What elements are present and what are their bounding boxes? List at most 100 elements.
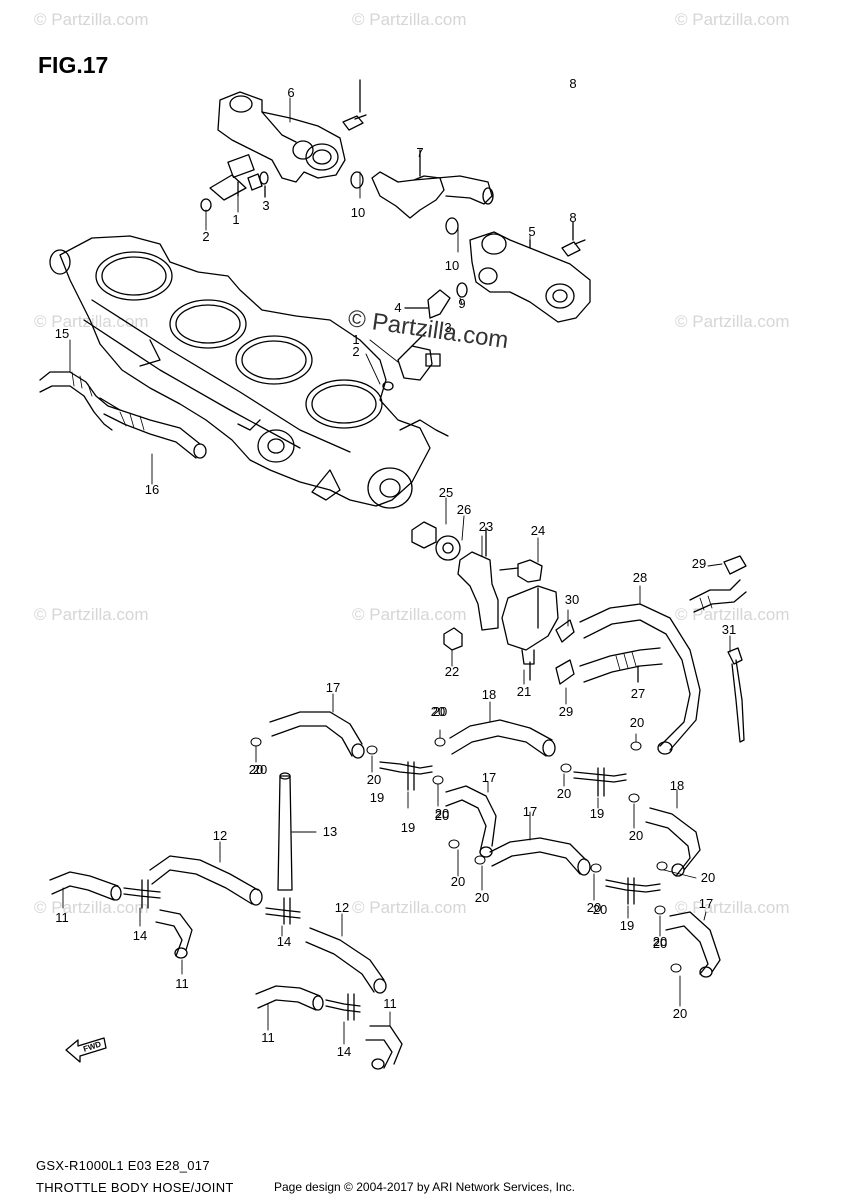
fuel-rail-lower [469,231,591,323]
figure-title: FIG.17 [38,52,109,78]
watermark: © Partzilla.com [352,898,467,917]
joint-14-b [265,897,301,925]
joint-19-b [573,767,627,797]
callout-27: 27 [631,686,645,701]
callout-19: 19 [590,806,604,821]
hose-11-b [155,909,193,959]
solenoid-21 [501,585,559,681]
callout-20: 20 [593,902,607,917]
nut-25 [411,521,437,549]
hose-28 [579,603,701,755]
joint-pipe-7 [371,149,494,219]
watermark: © Partzilla.com [675,898,790,917]
hose-17-d [665,911,721,978]
hose-11-a [49,871,122,901]
callout-17: 17 [326,680,340,695]
hose-15 [39,371,121,431]
callout-20: 20 [629,828,643,843]
callout-12: 12 [335,900,349,915]
o-ring-10-right [445,217,459,235]
callout-20: 20 [433,704,447,719]
callout-1: 1 [232,212,239,227]
callout-20: 20 [367,772,381,787]
watermark: © Partzilla.com [675,10,790,29]
callout-13: 13 [323,824,337,839]
callout-20: 20 [673,1006,687,1021]
callout-30: 30 [565,592,579,607]
callout-17: 17 [699,896,713,911]
watermark: © Partzilla.com [352,10,467,29]
callout-3: 3 [444,320,451,335]
callout-6: 6 [287,85,294,100]
diagram-code: GSX-R1000L1 E03 E28_017 [36,1158,210,1173]
watermark: © Partzilla.com [34,10,149,29]
hose-27 [579,647,663,683]
bolt-8-lower [561,221,586,257]
callout-20: 20 [249,762,263,777]
callout-18: 18 [482,687,496,702]
callout-14: 14 [133,928,147,943]
callout-2: 2 [202,229,209,244]
callout-19: 19 [401,820,415,835]
bolt-8-upper [342,79,367,131]
callout-9: 9 [458,296,465,311]
callout-28: 28 [633,570,647,585]
callout-25: 25 [439,485,453,500]
callout-12: 12 [213,828,227,843]
callout-17: 17 [523,804,537,819]
callout-18: 18 [670,778,684,793]
hose-17-c [489,837,591,876]
callout-20: 20 [557,786,571,801]
o-ring-10-left [350,171,364,189]
injector-1-upper [209,154,263,201]
forward-arrow [65,1037,107,1063]
joint-19-c [605,877,661,905]
callout-21: 21 [517,684,531,699]
clamp-30 [555,619,575,643]
callout-3: 3 [262,198,269,213]
callout-2: 2 [352,344,359,359]
watermark: © Partzilla.com [34,605,149,624]
band-31 [727,647,745,743]
clamp-29-lower [555,659,575,685]
callout-29: 29 [559,704,573,719]
callout-20: 20 [653,934,667,949]
leader-lines [62,97,731,1045]
callout-26: 26 [457,502,471,517]
callout-11: 11 [175,976,189,991]
o-ring-2-lower [382,381,394,391]
hose-18-a [449,719,556,757]
callout-7: 7 [416,145,423,160]
hose-11-c [255,985,324,1011]
clamp-29-upper [723,555,747,575]
injector-1-lower [397,331,441,381]
callout-11: 11 [261,1030,275,1045]
callout-4: 4 [394,300,401,315]
joint-4 [404,289,451,319]
watermark: © Partzilla.com [675,312,790,331]
nut-22 [443,627,463,651]
hose-17-a [269,711,365,759]
callout-1: 1 [352,332,359,347]
callout-22: 22 [445,664,459,679]
callout-20: 20 [701,870,715,885]
callout-17: 17 [482,770,496,785]
callout-10: 10 [351,205,365,220]
callout-19: 19 [620,918,634,933]
page-credit: Page design © 2004-2017 by ARI Network S… [273,1180,575,1194]
callout-29: 29 [692,556,706,571]
callout-20: 20 [431,704,445,719]
callout-15: 15 [55,326,69,341]
hose-11-d [365,1025,403,1070]
callout-8: 8 [569,76,576,91]
callout-10: 10 [445,258,459,273]
callout-8: 8 [569,210,576,225]
callout-14: 14 [277,934,291,949]
callout-5: 5 [528,224,535,239]
callout-20: 20 [253,762,267,777]
callout-20: 20 [653,936,667,951]
joint-14-c [325,993,361,1021]
bolt-24 [499,559,543,583]
